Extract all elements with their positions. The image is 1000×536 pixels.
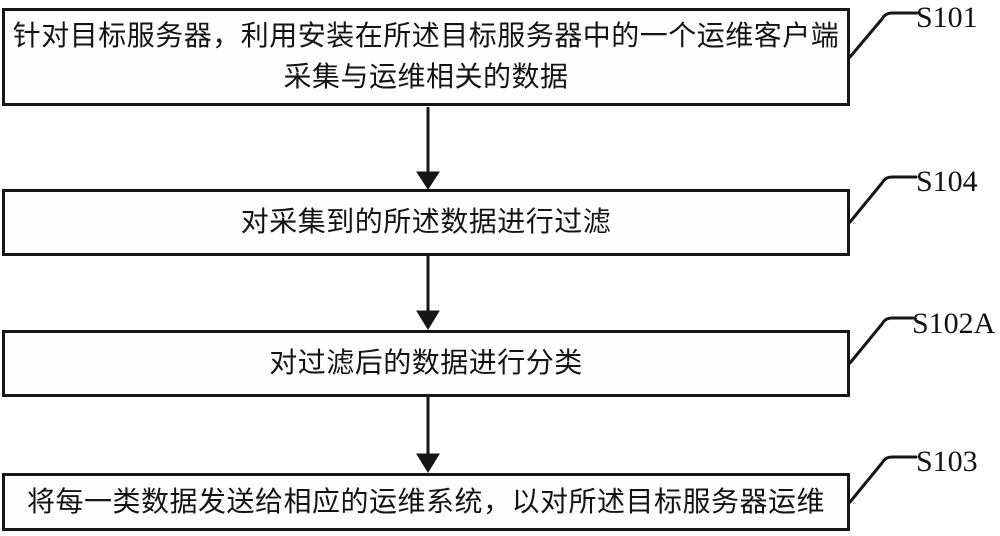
step-label-connector xyxy=(848,175,918,224)
step-text: 对采集到的所述数据进行过滤 xyxy=(240,207,612,238)
flow-step-box-collect: 针对目标服务器，利用安装在所述目标服务器中的一个运维客户端 采集与运维相关的数据 xyxy=(2,8,850,106)
step-text: 对过滤后的数据进行分类 xyxy=(269,348,583,379)
step-label-connector xyxy=(848,11,919,59)
down-arrow-icon xyxy=(416,397,440,473)
step-label-s102a: S102A xyxy=(912,307,996,340)
step-label-connector xyxy=(848,455,918,504)
step-label-s104: S104 xyxy=(916,165,978,198)
step-text: 采集与运维相关的数据 xyxy=(283,62,569,93)
flow-step-box-classify: 对过滤后的数据进行分类 xyxy=(2,330,850,397)
step-label-s103: S103 xyxy=(916,445,978,478)
step-text: 针对目标服务器，利用安装在所述目标服务器中的一个运维客户端 xyxy=(12,21,840,52)
step-label-connector xyxy=(848,316,915,365)
flow-step-box-filter: 对采集到的所述数据进行过滤 xyxy=(2,189,850,256)
down-arrow-icon xyxy=(416,256,440,330)
flow-step-box-dispatch: 将每一类数据发送给相应的运维系统，以对所述目标服务器运维 xyxy=(2,473,850,531)
step-label-s101: S101 xyxy=(916,1,978,34)
down-arrow-icon xyxy=(416,107,440,190)
step-text: 将每一类数据发送给相应的运维系统，以对所述目标服务器运维 xyxy=(26,486,825,518)
